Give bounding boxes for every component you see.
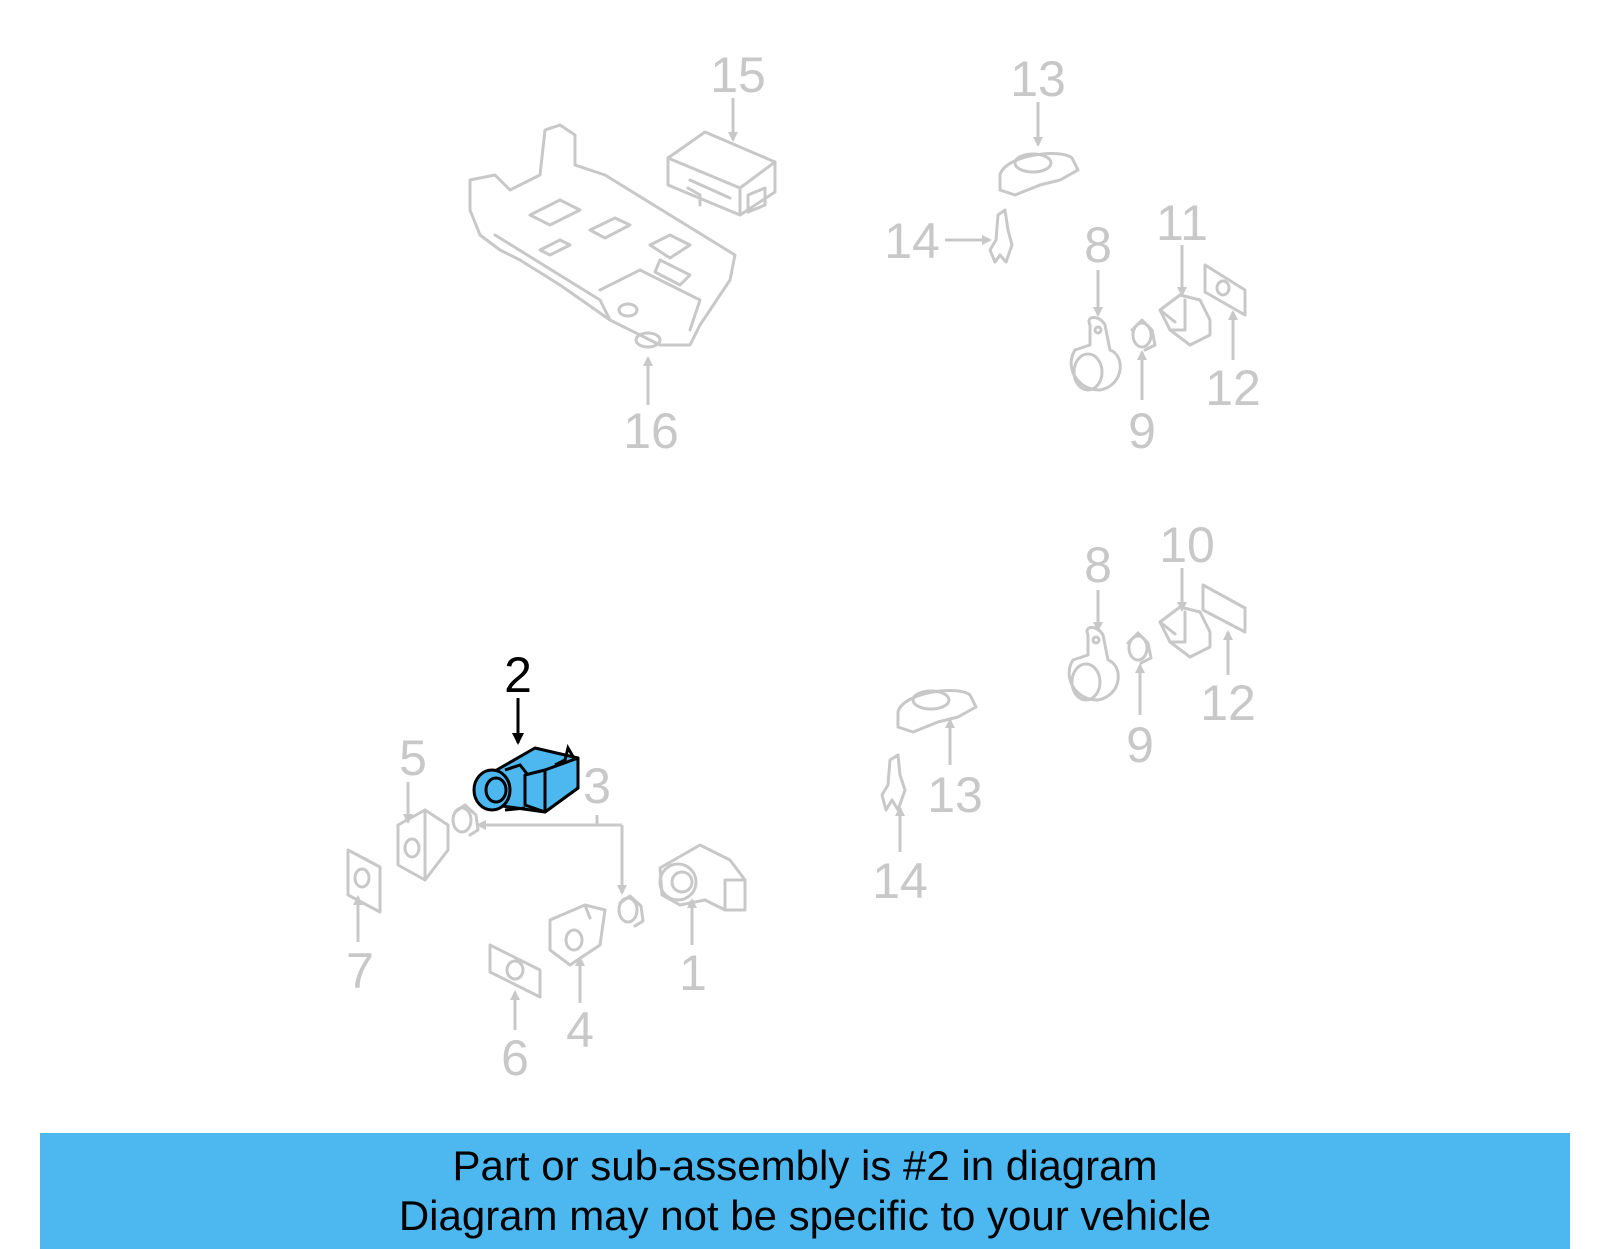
part-12-bracket-top xyxy=(1203,263,1247,317)
part-14-clip-top xyxy=(988,208,1014,264)
callout-3: 3 xyxy=(583,758,611,814)
callout-5: 5 xyxy=(399,730,427,786)
part-2-sensor-highlighted xyxy=(472,744,580,814)
banner-line-2: Diagram may not be specific to your vehi… xyxy=(398,1192,1212,1239)
callout-9-bottom: 9 xyxy=(1126,717,1154,773)
part-10-holder xyxy=(1158,605,1212,659)
callout-1: 1 xyxy=(679,945,707,1001)
callout-4: 4 xyxy=(566,1002,594,1058)
part-1-sensor xyxy=(658,843,747,912)
callout-14-top: 14 xyxy=(884,213,940,269)
part-13-holder-top xyxy=(998,151,1080,197)
callout-14-bottom: 14 xyxy=(872,853,928,909)
callout-12-top: 12 xyxy=(1205,360,1261,416)
callout-10: 10 xyxy=(1159,517,1215,573)
part-12-bracket-bottom xyxy=(1201,583,1247,634)
callout-13-top: 13 xyxy=(1010,51,1066,107)
part-16-bracket-tray xyxy=(468,123,737,349)
callout-2: 2 xyxy=(504,647,532,703)
callout-9-top: 9 xyxy=(1128,403,1156,459)
callout-8-top: 8 xyxy=(1084,217,1112,273)
part-4-holder xyxy=(548,903,607,967)
part-7-bracket xyxy=(346,848,382,914)
part-9-ring-top xyxy=(1130,318,1157,352)
banner-line-1: Part or sub-assembly is #2 in diagram xyxy=(452,1142,1158,1189)
callout-12-bottom: 12 xyxy=(1200,675,1256,731)
part-13-holder-bottom xyxy=(896,688,978,734)
callout-15: 15 xyxy=(710,47,766,103)
part-3-ring-lower xyxy=(617,894,645,928)
callout-16: 16 xyxy=(623,403,679,459)
part-8-sensor-top xyxy=(1069,316,1122,392)
callout-6: 6 xyxy=(501,1030,529,1086)
part-11-holder-top xyxy=(1158,293,1212,347)
leader-lines xyxy=(353,98,1238,1030)
callout-13-bottom: 13 xyxy=(927,767,983,823)
part-14-clip-bottom xyxy=(880,753,907,812)
callout-numbers: 15 16 13 14 8 9 11 12 8 9 10 12 13 14 2 … xyxy=(346,47,1261,1086)
part-9-ring-bottom xyxy=(1126,631,1153,665)
callout-7: 7 xyxy=(346,943,374,999)
info-banner: Part or sub-assembly is #2 in diagram Di… xyxy=(40,1133,1570,1249)
callout-11: 11 xyxy=(1156,195,1208,251)
callout-8-bottom: 8 xyxy=(1084,537,1112,593)
part-8-sensor-bottom xyxy=(1067,626,1120,702)
part-6-bracket xyxy=(488,943,542,999)
part-5-holder xyxy=(396,808,450,882)
part-15-control-module xyxy=(666,130,777,217)
part-3-ring-upper xyxy=(451,803,480,837)
